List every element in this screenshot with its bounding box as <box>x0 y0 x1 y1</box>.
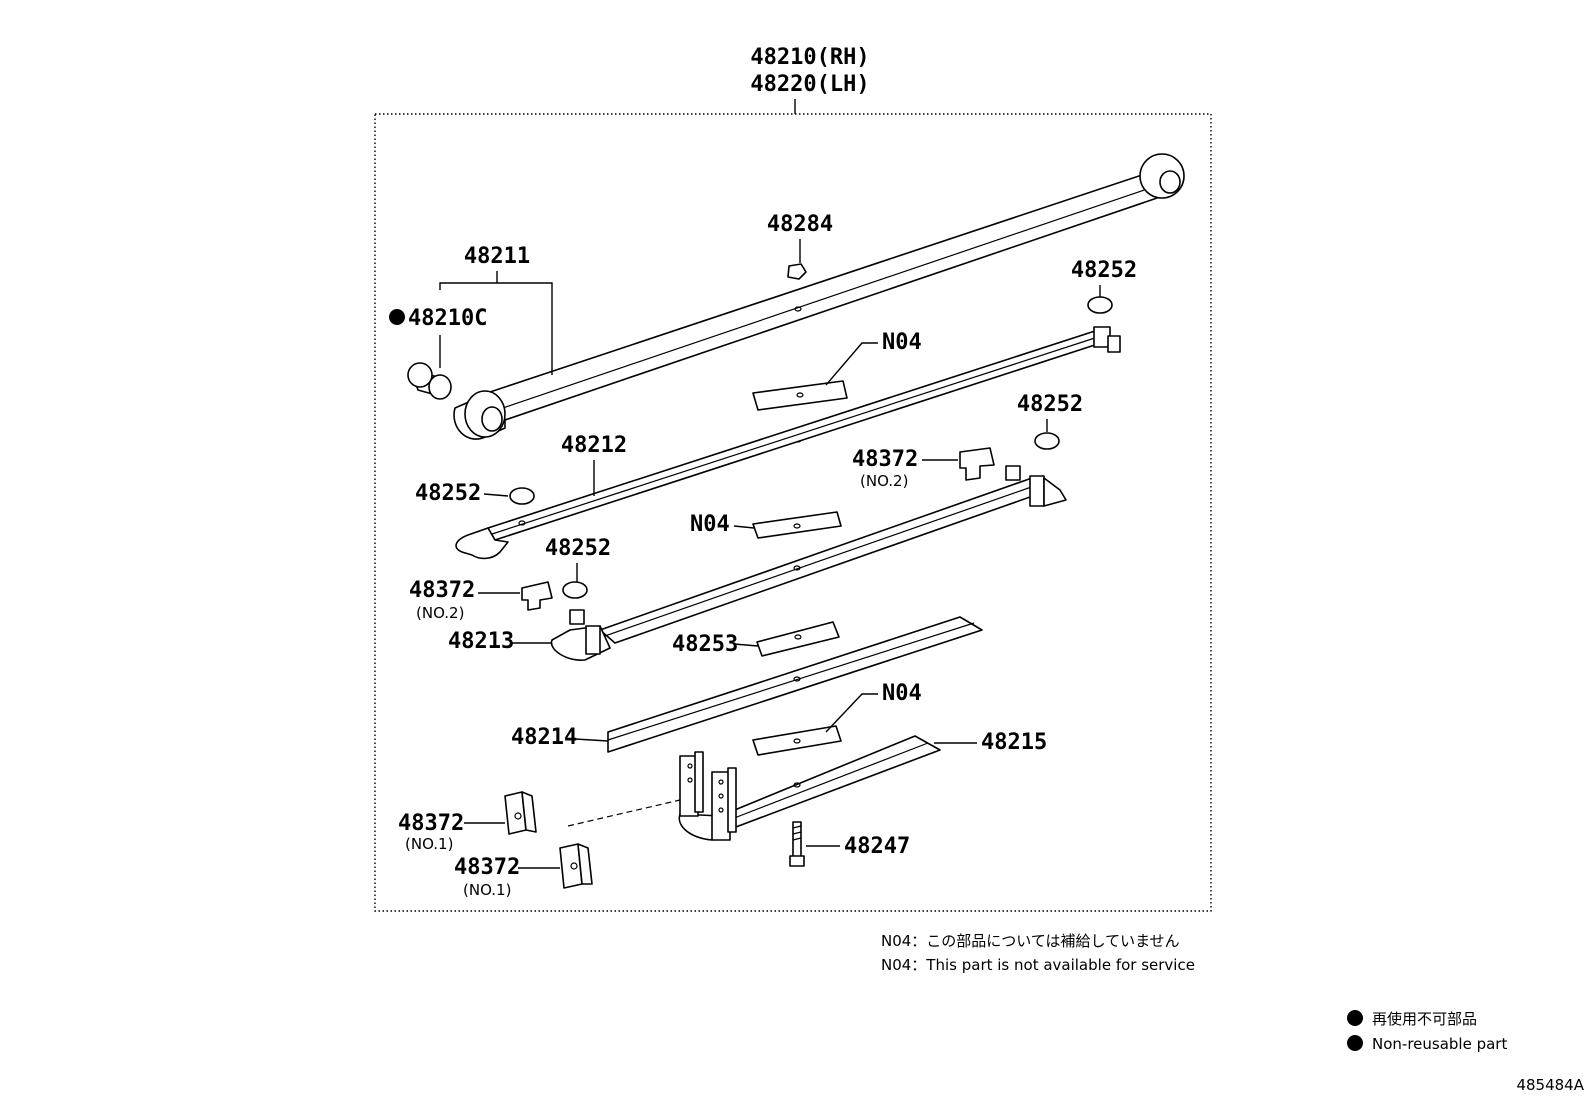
note-n04-japanese: N04：この部品については補給していません <box>881 932 1180 950</box>
label-48213: 48213 <box>448 629 514 654</box>
label-48372-no2-b: 48372 <box>409 578 475 603</box>
insert-48252-b <box>509 487 535 505</box>
sublabel-48372-no2-a: (NO.2) <box>860 472 908 490</box>
label-48215: 48215 <box>981 730 1047 755</box>
bushing-48210C <box>407 362 452 400</box>
main-leaf-48211 <box>453 153 1185 443</box>
leaf-48213 <box>550 465 1067 661</box>
legend-bullet-en <box>1347 1035 1363 1051</box>
label-48212: 48212 <box>561 433 627 458</box>
legend-japanese: 再使用不可部品 <box>1372 1010 1477 1028</box>
label-48372-no2-a: 48372 <box>852 447 918 472</box>
sublabel-48372-no1-b: (NO.1) <box>463 881 511 899</box>
alignment-line <box>567 799 681 827</box>
label-48372-no1-b: 48372 <box>454 855 520 880</box>
label-48210C: 48210C <box>408 306 487 331</box>
clip-48372-no2-a <box>959 447 995 481</box>
figure-id: 485484A <box>1516 1076 1584 1094</box>
label-48253: 48253 <box>672 632 738 657</box>
label-48252-b: 48252 <box>415 481 481 506</box>
nut-48284 <box>787 263 807 280</box>
clip-48372-no1-b <box>559 843 593 889</box>
bolt-48247 <box>789 821 805 867</box>
label-48372-no1-a: 48372 <box>398 811 464 836</box>
leader-48211 <box>439 282 553 375</box>
leaf-48215 <box>678 735 941 841</box>
label-N04-b: N04 <box>690 512 730 537</box>
pad-N04-b <box>752 511 842 539</box>
sublabel-48372-no2-b: (NO.2) <box>416 604 464 622</box>
clip-48372-no1-a <box>504 791 537 835</box>
label-48214: 48214 <box>511 725 577 750</box>
label-N04-a: N04 <box>882 330 922 355</box>
leaf-48212 <box>455 326 1121 560</box>
legend-bullet-jp <box>1347 1010 1363 1026</box>
note-n04-english: N04：This part is not available for servi… <box>881 956 1195 974</box>
label-48252-d: 48252 <box>545 536 611 561</box>
label-48252-a: 48252 <box>1071 258 1137 283</box>
assembly-title-lh: 48220(LH) <box>750 72 869 97</box>
clip-48372-no2-b <box>521 581 553 611</box>
label-48252-c: 48252 <box>1017 392 1083 417</box>
label-48247: 48247 <box>844 834 910 859</box>
insert-48252-a <box>1087 296 1113 314</box>
non-reusable-bullet <box>389 309 405 325</box>
assembly-title-rh: 48210(RH) <box>750 45 869 70</box>
legend-english: Non-reusable part <box>1372 1035 1507 1053</box>
leaf-48214 <box>607 616 983 753</box>
insert-48252-c <box>1034 432 1060 450</box>
pad-N04-a <box>752 380 848 411</box>
insert-48252-d <box>562 581 588 599</box>
pad-N04-c <box>752 725 842 756</box>
sublabel-48372-no1-a: (NO.1) <box>405 835 453 853</box>
label-N04-c: N04 <box>882 681 922 706</box>
label-48284: 48284 <box>767 212 833 237</box>
label-48211: 48211 <box>464 244 530 269</box>
